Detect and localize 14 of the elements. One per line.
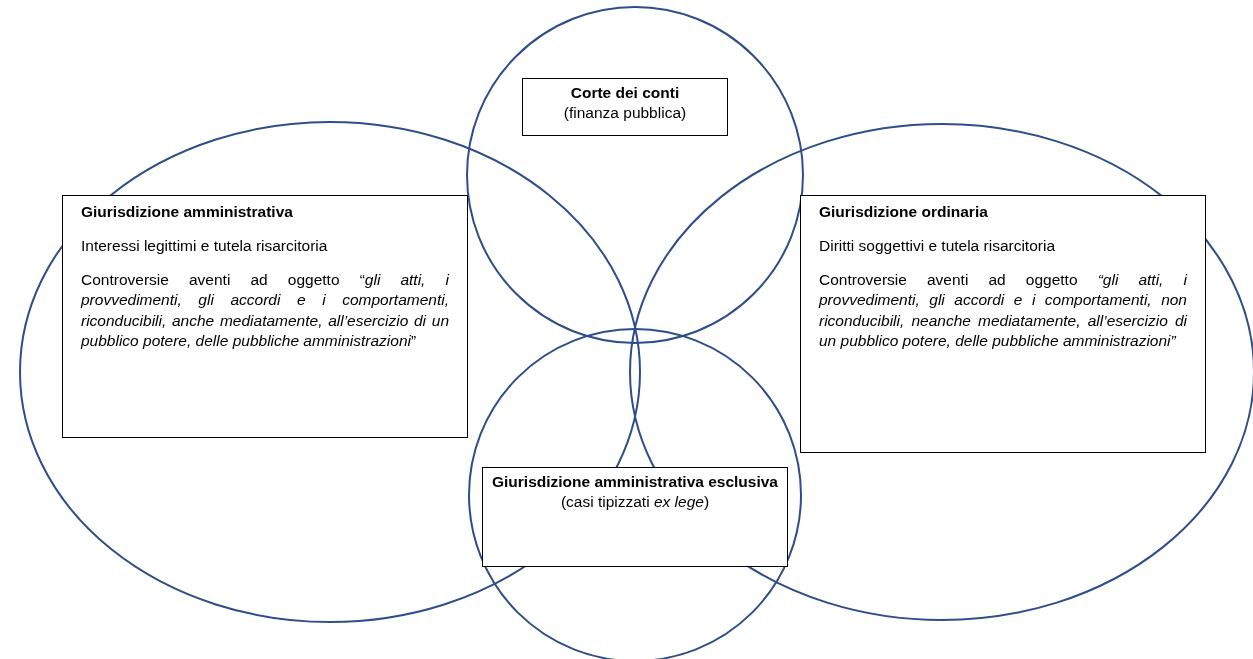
text-box: [482, 467, 788, 567]
text-box: [800, 195, 1206, 453]
box-text: (finanza pubblica): [562, 103, 688, 124]
text-box: [62, 195, 468, 438]
box-heading: Giurisdizione amministrativa esclusiva: [491, 472, 779, 492]
box-text: Controversie aventi ad oggetto “gli atti, i provvedimenti, gli accordi e i comportamenti, riconducibili, anche mediatamente, all’esercizio di un pubblico potere, delle pubbliche amministrazioni”: [81, 270, 449, 351]
box-heading: Giurisdizione amministrativa: [81, 202, 294, 222]
text-box: [522, 78, 728, 136]
box-text: (casi tipizzati ex lege): [559, 492, 711, 513]
box-heading: Giurisdizione ordinaria: [819, 202, 989, 222]
box-text: Controversie aventi ad oggetto “gli atti, i provvedimenti, gli accordi e i comportamenti, non riconducibili, neanche mediatamente, all’esercizio di un pubblico potere, delle pubbliche amministrazioni”: [819, 270, 1187, 351]
box-text: Interessi legittimi e tutela risarcitoria: [81, 236, 329, 257]
box-heading: Corte dei conti: [569, 83, 681, 103]
box-text: Diritti soggettivi e tutela risarcitoria: [819, 236, 1057, 257]
